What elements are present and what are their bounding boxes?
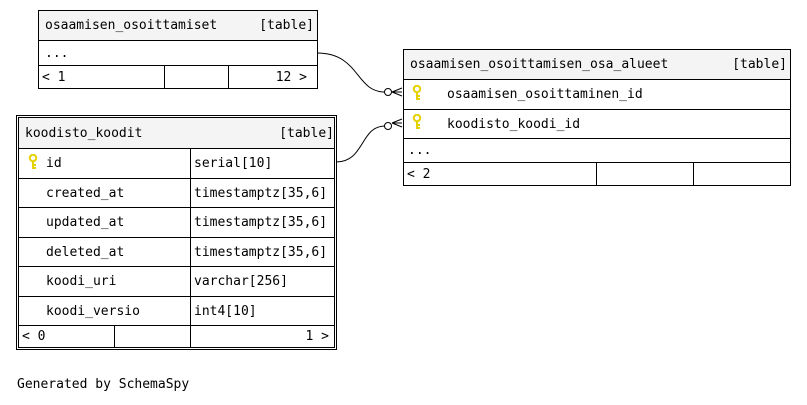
table-footer: < 1 12 >	[39, 65, 317, 89]
table-ellipsis-row: ...	[39, 40, 317, 65]
table-osaamisen-osoittamisen-osa-alueet[interactable]: osaamisen_osoittamisen_osa_alueet [table…	[403, 49, 791, 186]
table-name: koodisto_koodit	[25, 125, 143, 141]
column-row[interactable]: osaamisen_osoittaminen_id	[404, 79, 790, 109]
table-tag: [table]	[732, 57, 787, 72]
table-tag: [table]	[259, 18, 314, 33]
table-footer: < 2	[404, 162, 790, 186]
table-ellipsis-row: ...	[404, 138, 790, 162]
column-row[interactable]: deleted_at timestamptz[35,6]	[19, 237, 334, 266]
table-header: osaamisen_osoittamiset [table]	[39, 11, 317, 40]
column-row[interactable]: id serial[10]	[19, 148, 334, 178]
column-name: osaamisen_osoittaminen_id	[447, 87, 643, 102]
footer-right-cell	[190, 326, 334, 347]
column-row[interactable]: koodi_versio int4[10]	[19, 296, 334, 325]
generated-by-text: Generated by SchemaSpy	[17, 377, 190, 392]
primary-key-icon	[28, 153, 38, 174]
column-type: varchar[256]	[190, 267, 334, 296]
ellipsis: ...	[45, 45, 69, 61]
table-name: osaamisen_osoittamiset	[45, 18, 218, 33]
relation-koodit-to-osa-alueet	[335, 125, 386, 163]
relation-optional-marker	[384, 122, 392, 130]
column-type: timestamptz[35,6]	[190, 179, 334, 207]
table-tag: [table]	[279, 125, 334, 141]
table-osaamisen-osoittamiset[interactable]: osaamisen_osoittamiset [table] ... < 1 1…	[38, 10, 318, 89]
parents-count[interactable]: < 2	[407, 167, 431, 182]
relation-optional-marker	[384, 88, 392, 96]
column-type: serial[10]	[190, 149, 334, 178]
table-koodisto-koodit[interactable]: koodisto_koodit [table] id serial[10] cr…	[16, 115, 337, 350]
parents-count[interactable]: < 0	[22, 329, 46, 344]
ellipsis: ...	[408, 143, 432, 158]
column-name: koodisto_koodi_id	[447, 116, 581, 132]
column-type: timestamptz[35,6]	[190, 208, 334, 237]
column-type: timestamptz[35,6]	[190, 238, 334, 266]
parents-count[interactable]: < 1	[42, 70, 66, 85]
table-name: osaamisen_osoittamisen_osa_alueet	[410, 57, 669, 72]
column-name: updated_at	[46, 215, 125, 230]
table-footer: < 0 1 >	[19, 325, 334, 347]
relation-osoittamiset-to-osa-alueet	[316, 52, 386, 93]
table-header: koodisto_koodit [table]	[19, 118, 334, 148]
primary-key-icon	[412, 84, 422, 105]
footer-middle-cell	[114, 326, 190, 347]
column-row[interactable]: koodisto_koodi_id	[404, 109, 790, 138]
children-count[interactable]: 1 >	[305, 329, 329, 344]
children-count[interactable]: 12 >	[275, 70, 307, 85]
column-row[interactable]: updated_at timestamptz[35,6]	[19, 207, 334, 237]
relation-crowfoot	[391, 118, 403, 128]
relation-crowfoot	[391, 87, 403, 97]
table-header: osaamisen_osoittamisen_osa_alueet [table…	[404, 50, 790, 79]
column-row[interactable]: koodi_uri varchar[256]	[19, 266, 334, 296]
column-name: koodi_uri	[46, 274, 117, 289]
footer-right-cell	[693, 163, 790, 186]
column-row[interactable]: created_at timestamptz[35,6]	[19, 178, 334, 207]
footer-middle-cell	[596, 163, 693, 186]
column-name: created_at	[46, 185, 125, 201]
column-type: int4[10]	[190, 297, 334, 325]
footer-middle-cell	[164, 66, 228, 89]
footer-right-cell	[228, 66, 317, 89]
column-name: koodi_versio	[46, 303, 140, 319]
column-name: deleted_at	[46, 244, 125, 260]
primary-key-icon	[412, 113, 422, 134]
column-name: id	[46, 156, 62, 171]
